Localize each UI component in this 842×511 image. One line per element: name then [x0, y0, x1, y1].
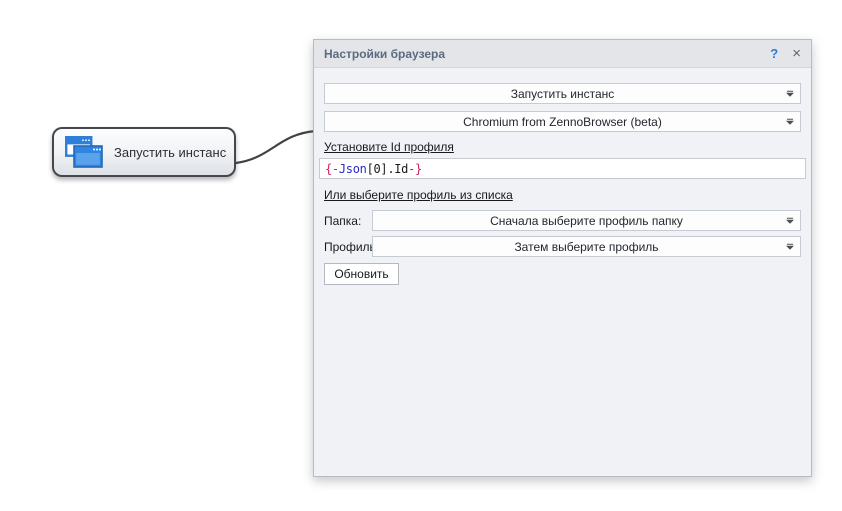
panel-header: Настройки браузера ? × [314, 40, 811, 68]
action-combobox[interactable]: Запустить инстанс [324, 83, 801, 104]
profile-combobox-value: Затем выберите профиль [514, 239, 659, 254]
instance-windows-icon [65, 136, 103, 168]
browser-combobox[interactable]: Chromium from ZennoBrowser (beta) [324, 111, 801, 132]
profile-id-input[interactable]: {-Json[0].Id-} [319, 158, 806, 179]
profile-id-section-label: Установите Id профиля [324, 140, 454, 154]
action-combobox-value: Запустить инстанс [510, 86, 615, 101]
browser-settings-panel: Настройки браузера ? × Запустить инстанс… [313, 39, 812, 477]
dropdown-arrow-icon [786, 243, 794, 250]
help-button[interactable]: ? [770, 46, 779, 61]
profile-combobox[interactable]: Затем выберите профиль [372, 236, 801, 257]
dropdown-arrow-icon [786, 90, 794, 97]
folder-combobox[interactable]: Сначала выберите профиль папку [372, 210, 801, 231]
or-select-section-label: Или выберите профиль из списка [324, 188, 513, 202]
panel-body: Запустить инстанс Chromium from ZennoBro… [314, 68, 811, 285]
dropdown-arrow-icon [786, 118, 794, 125]
profile-label: Профиль: [324, 239, 380, 254]
profile-row: Профиль: Затем выберите профиль [324, 236, 801, 257]
browser-combobox-value: Chromium from ZennoBrowser (beta) [463, 114, 662, 129]
folder-combobox-value: Сначала выберите профиль папку [490, 213, 683, 228]
node-label: Запустить инстанс [114, 144, 227, 160]
action-node-launch-instance[interactable]: Запустить инстанс [52, 127, 236, 177]
folder-label: Папка: [324, 213, 362, 228]
dropdown-arrow-icon [786, 217, 794, 224]
panel-title: Настройки браузера [324, 46, 446, 61]
folder-row: Папка: Сначала выберите профиль папку [324, 210, 801, 231]
refresh-button[interactable]: Обновить [324, 263, 399, 285]
close-icon[interactable]: × [792, 45, 801, 62]
